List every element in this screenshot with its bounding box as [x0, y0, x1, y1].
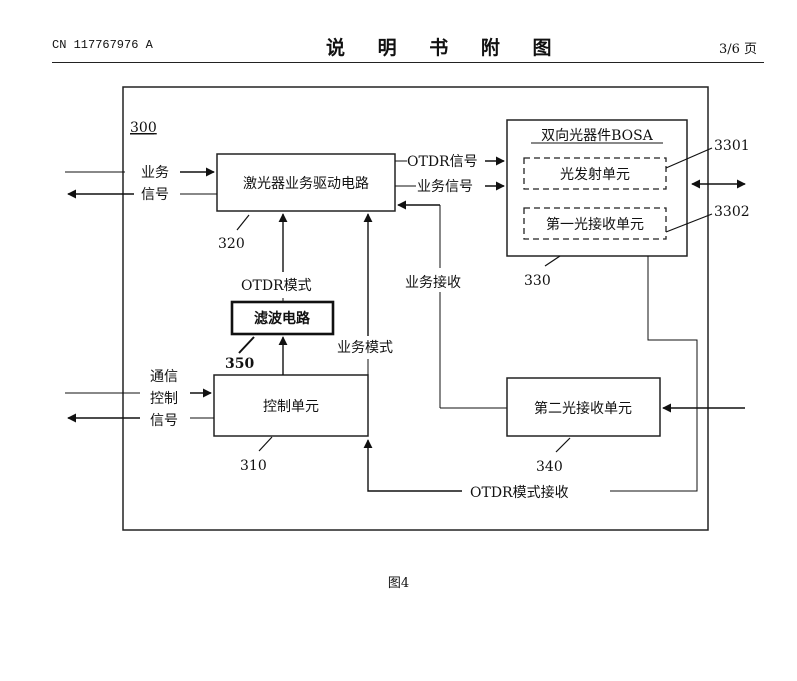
- filter-label: 滤波电路: [254, 310, 311, 327]
- laser-driver-label: 激光器业务驱动电路: [243, 175, 369, 192]
- header-rule: [52, 62, 764, 63]
- biz-signal-line1: 业务: [141, 165, 169, 181]
- rx2-ref: 340: [536, 459, 563, 475]
- patent-number: CN 117767976 A: [52, 38, 153, 52]
- control-ref: 310: [240, 458, 267, 474]
- otdr-signal-label: OTDR信号: [407, 154, 478, 170]
- bosa-ref-leader: [544, 255, 561, 267]
- rx2-ref-leader: [555, 437, 571, 453]
- otdr-rx-wire-right: [610, 256, 698, 492]
- rx1-unit-box: [523, 207, 667, 240]
- otdr-mode-label: OTDR模式: [241, 278, 312, 294]
- rx2-unit-box: [506, 377, 661, 437]
- laser-driver-box: [216, 153, 396, 212]
- page-number: 3/6 页: [718, 42, 757, 57]
- laser-driver-ref: 320: [218, 236, 245, 252]
- tx-ref: 3301: [714, 138, 750, 154]
- rx1-ref: 3302: [714, 204, 750, 220]
- bosa-label: 双向光器件BOSA: [541, 128, 654, 144]
- biz-signal-label: 业务信号: [417, 179, 473, 195]
- tx-ref-leader: [665, 147, 713, 169]
- figure-caption: 图4: [387, 576, 410, 591]
- rx1-ref-leader: [665, 213, 713, 233]
- otdr-mode-receive-label: OTDR模式接收: [470, 484, 569, 501]
- biz-receive-label: 业务接收: [405, 274, 461, 291]
- tx-unit-box: [523, 157, 667, 190]
- control-unit-box: [213, 374, 369, 437]
- ctrl-signal-line3: 信号: [150, 413, 178, 429]
- tx-unit-label: 光发射单元: [560, 167, 630, 183]
- page-title: 说 明 书 附 图: [326, 37, 565, 59]
- filter-ref: 350: [225, 356, 254, 372]
- bosa-ref: 330: [524, 273, 551, 289]
- rx1-unit-label: 第一光接收单元: [546, 216, 644, 233]
- system-frame: [122, 86, 709, 531]
- otdr-rx-arrow: [363, 439, 462, 492]
- biz-mode-label: 业务模式: [337, 340, 393, 356]
- rx2-unit-label: 第二光接收单元: [534, 400, 632, 417]
- laser-driver-leader: [236, 214, 250, 231]
- ctrl-signal-line2: 控制: [150, 391, 178, 407]
- system-ref: 300: [130, 120, 157, 136]
- ctrl-signal-line1: 通信: [150, 369, 178, 385]
- filter-ref-leader: [238, 336, 255, 354]
- control-unit-label: 控制单元: [263, 399, 319, 415]
- control-ref-leader: [258, 436, 273, 452]
- biz-signal-line2: 信号: [141, 187, 169, 203]
